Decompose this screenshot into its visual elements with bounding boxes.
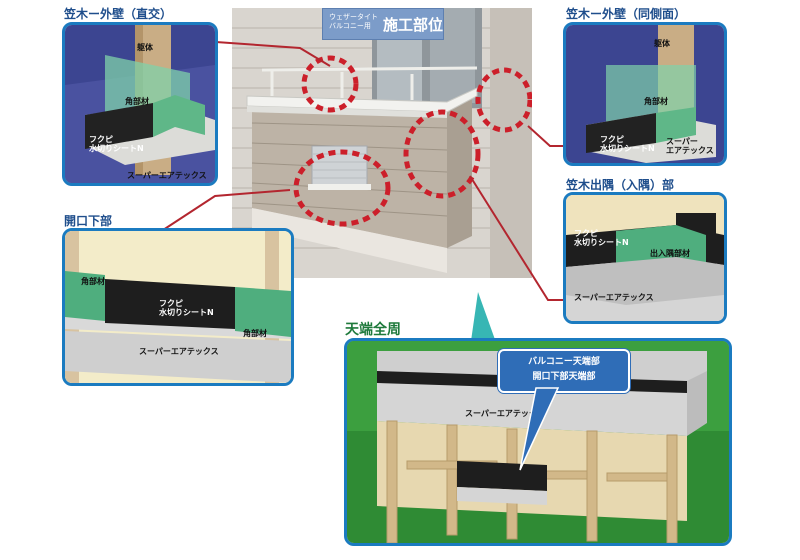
section-title-left: 開口下部 xyxy=(64,214,113,228)
label-kakusoku-2: 角部材 xyxy=(644,97,668,106)
label-fukupi-2: フクピ 水切りシートN xyxy=(600,135,655,153)
dashed-circle-1 xyxy=(301,55,359,113)
label-super-5: スーパーエアテックス xyxy=(465,409,545,418)
leader-line-top-right xyxy=(527,125,566,147)
label-fukupi-2-line1: フクピ xyxy=(600,135,624,144)
label-fukupi: フクピ 水切りシートN xyxy=(89,135,144,153)
badge-small-line1: ウェザータイト xyxy=(329,13,378,21)
label-super: スーパーエアテックス xyxy=(127,171,207,180)
panel-left: 角部材 フクピ 水切りシートN 角部材 スーパーエアテックス xyxy=(62,228,294,386)
callout-box: バルコニー天端部 開口下部天端部 xyxy=(498,349,630,393)
section-title-top-left: 笠木ー外壁（直交） xyxy=(64,7,173,21)
label-kutai-2: 躯体 xyxy=(654,39,670,48)
dashed-circle-4 xyxy=(475,67,533,133)
label-kakusoku-3: 角部材 xyxy=(81,277,105,286)
panel-mid-right: フクピ 水切りシートN 出入隅部材 スーパーエアテックス xyxy=(563,192,727,324)
label-fukupi-4: フクピ 水切りシートN xyxy=(159,299,214,317)
leader-line-top-left xyxy=(215,41,331,67)
label-fukupi-line2: 水切りシートN xyxy=(89,144,144,154)
label-fukupi-3: フクピ 水切りシートN xyxy=(574,229,629,247)
label-super-split: スーパー エアテックス xyxy=(666,137,714,155)
label-kakusoku: 角部材 xyxy=(125,97,149,106)
label-super-split1: スーパー xyxy=(666,137,698,146)
section-title-mid-right: 笠木出隅（入隅）部 xyxy=(566,178,675,192)
dashed-circle-2 xyxy=(293,149,391,227)
label-fukupi-4-line1: フクピ xyxy=(159,299,183,308)
label-fukupi-line1: フクピ xyxy=(89,135,113,144)
label-kutai: 躯体 xyxy=(137,43,153,52)
badge-title: 施工部位 xyxy=(383,16,444,34)
header-badge: ウェザータイト バルコニー用 施工部位 xyxy=(322,8,444,40)
label-fukupi-3-line2: 水切りシートN xyxy=(574,238,629,248)
leader-line-left xyxy=(159,189,291,233)
label-fukupi-2-line2: 水切りシートN xyxy=(600,144,655,154)
label-super-split2: エアテックス xyxy=(666,146,714,156)
label-super-3: スーパーエアテックス xyxy=(574,293,654,302)
label-kakusoku-4: 角部材 xyxy=(243,329,267,338)
label-super-4: スーパーエアテックス xyxy=(139,347,219,356)
badge-small-text: ウェザータイト バルコニー用 xyxy=(329,13,378,31)
panel-top-right: 躯体 角部材 フクピ 水切りシートN スーパー エアテックス xyxy=(563,22,727,166)
label-fukupi-3-line1: フクピ xyxy=(574,229,598,238)
teal-pointer xyxy=(470,292,498,348)
label-dekado: 出入隅部材 xyxy=(650,249,690,258)
section-title-bottom: 天端全周 xyxy=(345,322,401,338)
callout-line1: バルコニー天端部 xyxy=(528,357,600,367)
callout-line2: 開口下部天端部 xyxy=(532,372,596,382)
panel-top-left: 躯体 角部材 フクピ 水切りシートN スーパーエアテックス xyxy=(62,22,218,186)
leader-line-mid-right xyxy=(469,175,566,301)
section-title-top-right: 笠木ー外壁（同側面） xyxy=(566,7,687,21)
label-fukupi-4-line2: 水切りシートN xyxy=(159,308,214,318)
badge-small-line2: バルコニー用 xyxy=(329,21,371,30)
dashed-circle-3 xyxy=(403,109,481,199)
